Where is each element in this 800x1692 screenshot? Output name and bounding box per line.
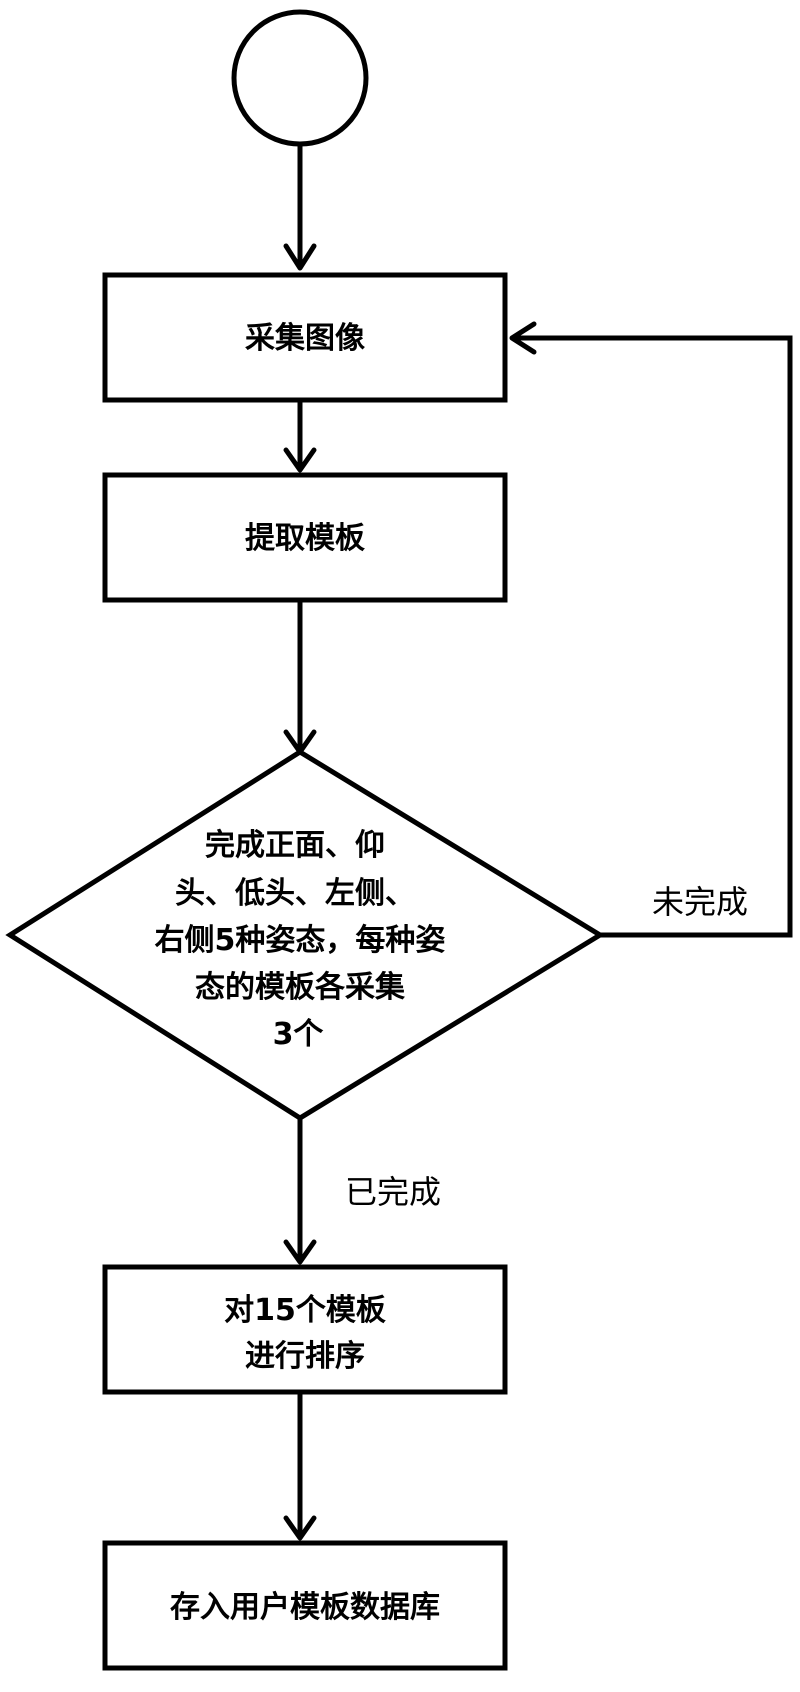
- sort-templates-box: [102, 1264, 508, 1395]
- sort-templates-label-line-1: 对15个模板: [224, 1293, 386, 1328]
- decision-label-line-2: 头、低头、左侧、: [175, 876, 415, 911]
- arrowhead-sort: [283, 1239, 317, 1265]
- arrowhead-store: [283, 1515, 317, 1541]
- decision-label-line-4: 态的模板各采集: [195, 970, 406, 1005]
- store-database-label: 存入用户模板数据库: [170, 1590, 440, 1625]
- collect-image-label: 采集图像: [245, 321, 365, 356]
- edge-label-not-done: 未完成: [652, 883, 748, 921]
- decision-label-line-3: 右侧5种姿态，每种姿: [155, 923, 446, 958]
- edge-label-done: 已完成: [345, 1173, 441, 1211]
- decision-label-line-1: 完成正面、仰: [205, 828, 385, 863]
- collect-image-box: [102, 272, 508, 403]
- sort-templates-label-line-2: 进行排序: [245, 1339, 365, 1374]
- store-database-box: [102, 1540, 508, 1671]
- arrowhead-extract: [283, 447, 317, 473]
- arrowhead-collect: [283, 243, 317, 271]
- start-node: [231, 9, 369, 147]
- extract-template-box: [102, 472, 508, 603]
- decision-label-line-5: 3个: [273, 1017, 325, 1052]
- arrowhead-loop: [509, 321, 537, 355]
- extract-template-label: 提取模板: [245, 521, 365, 556]
- edge-not-done-loop: [512, 335, 793, 938]
